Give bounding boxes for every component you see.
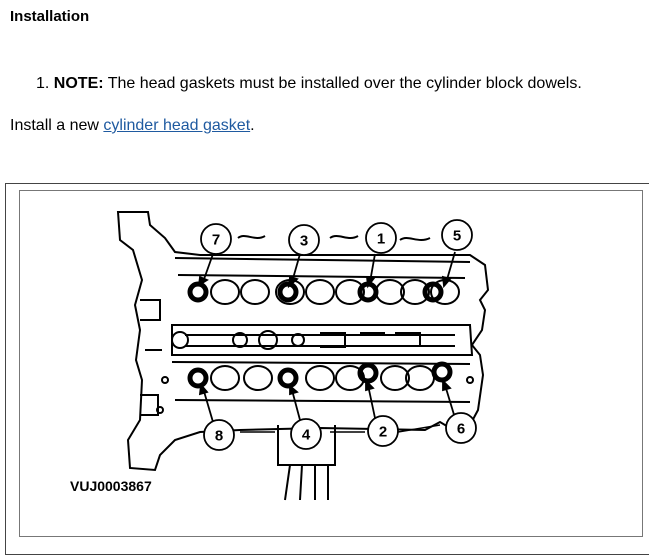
callout-3: 3 <box>288 224 320 256</box>
cylinder-head-gasket-link[interactable]: cylinder head gasket <box>103 117 251 134</box>
callout-1: 1 <box>365 222 397 254</box>
callout-5: 5 <box>441 219 473 251</box>
callout-leaders <box>197 251 456 433</box>
callout-2: 2 <box>367 415 399 447</box>
callout-4-label: 4 <box>302 427 311 444</box>
callout-7: 7 <box>200 223 232 255</box>
callout-2-label: 2 <box>379 424 387 441</box>
callout-8: 8 <box>203 419 235 451</box>
section-heading: Installation <box>10 8 90 25</box>
note-label: NOTE: <box>53 75 104 92</box>
callout-7-label: 7 <box>212 232 220 249</box>
cylinder-head-outline <box>116 211 490 501</box>
install-prefix: Install a new <box>10 117 104 134</box>
step-1: 1. NOTE: The head gaskets must be instal… <box>36 75 582 93</box>
step-number: 1. <box>36 75 50 92</box>
callout-8-label: 8 <box>215 428 223 445</box>
callout-3-label: 3 <box>300 233 308 250</box>
callout-1-label: 1 <box>377 231 385 248</box>
install-instruction: Install a new cylinder head gasket. <box>10 117 255 135</box>
cylinder-head-diagram: 7 3 1 5 8 4 2 6 VUJ0003867 <box>70 211 490 501</box>
install-suffix: . <box>250 117 255 134</box>
note-text: The head gaskets must be installed over … <box>103 75 582 92</box>
callout-4: 4 <box>290 418 322 450</box>
figure-id: VUJ0003867 <box>70 478 152 494</box>
callout-6: 6 <box>445 412 477 444</box>
callout-6-label: 6 <box>457 421 465 438</box>
callout-5-label: 5 <box>453 228 461 245</box>
head-bolts <box>187 281 453 389</box>
